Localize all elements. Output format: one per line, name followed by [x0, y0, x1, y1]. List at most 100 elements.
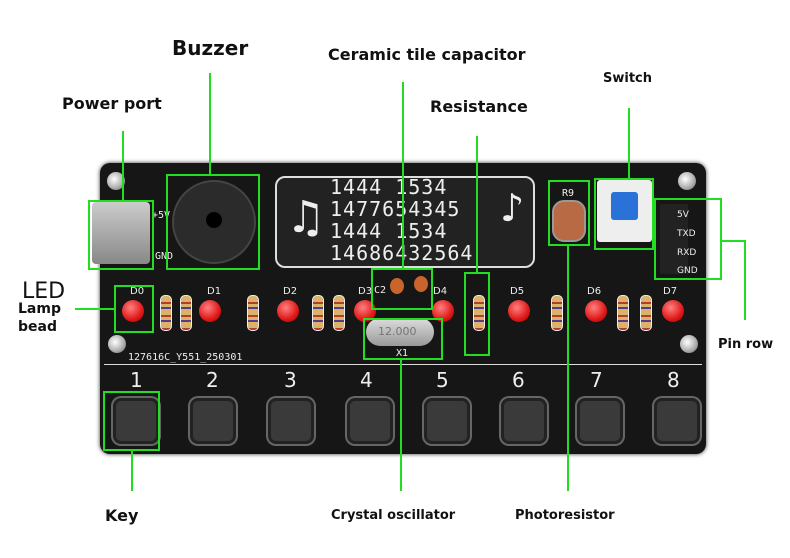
resistor [640, 295, 652, 331]
led-label: D7 [663, 286, 678, 297]
ceramic-capacitor [414, 276, 428, 292]
resistor [180, 295, 192, 331]
pin-label: 5V [677, 210, 689, 220]
display-line: 1477654345 [330, 197, 461, 221]
pin-label: GND [677, 266, 698, 276]
resistor [247, 295, 259, 331]
led-d7 [662, 300, 684, 322]
resistor [551, 295, 563, 331]
key-number: 8 [667, 368, 680, 392]
highlight-power-port [88, 200, 154, 270]
pin-label: RXD [677, 248, 697, 258]
highlight-capacitor [371, 268, 433, 310]
key-number: 2 [206, 368, 219, 392]
led-d5 [508, 300, 530, 322]
power-pin-label: GND [155, 251, 174, 262]
display-line: 1444 1534 [330, 175, 448, 199]
leader-crystal [400, 360, 402, 491]
led-label: D0 [130, 286, 145, 297]
leader-resistance [476, 136, 478, 272]
display-line: 1444 1534 [330, 219, 448, 243]
key-7[interactable] [577, 398, 623, 444]
key-8[interactable] [654, 398, 700, 444]
board-serial: 127616C_Y551_250301 [128, 352, 243, 363]
photoresistor-ref: R9 [562, 188, 575, 199]
music-note-icon: ♪ [500, 186, 525, 230]
led-label: D2 [283, 286, 298, 297]
led-d3 [354, 300, 376, 322]
label-ceramic-capacitor: Ceramic tile capacitor [328, 45, 526, 64]
highlight-photoresistor [548, 180, 590, 246]
key-number: 6 [512, 368, 525, 392]
resistor [473, 295, 485, 331]
mounting-hole [108, 335, 126, 353]
music-note-icon: ♫ [286, 192, 326, 243]
leader-switch [628, 108, 630, 178]
key-number: 4 [360, 368, 373, 392]
pin-label: TXD [677, 229, 696, 239]
leader-led [75, 308, 114, 310]
led-label: D6 [587, 286, 602, 297]
music-display [275, 176, 535, 268]
highlight-buzzer [166, 174, 260, 270]
display-line: 14686432564 [330, 242, 473, 264]
leader-pin-row-h [722, 240, 744, 242]
led-d2 [277, 300, 299, 322]
highlight-resistance [464, 272, 490, 356]
key-4[interactable] [347, 398, 393, 444]
highlight-led [114, 285, 154, 333]
mounting-hole [680, 335, 698, 353]
key-2[interactable] [190, 398, 236, 444]
highlight-pin-row [654, 198, 722, 280]
label-resistance: Resistance [430, 97, 528, 116]
display-digits: 1444 1534 1477654345 1444 1534 146864325… [330, 176, 473, 264]
resistor [333, 295, 345, 331]
led-d1 [199, 300, 221, 322]
highlight-crystal [363, 318, 443, 360]
crystal-value: 12.000 [378, 325, 417, 338]
key-3[interactable] [268, 398, 314, 444]
highlight-switch [594, 178, 654, 250]
label-power-port: Power port [62, 94, 162, 113]
label-buzzer: Buzzer [172, 36, 249, 60]
mounting-hole [678, 172, 696, 190]
ceramic-capacitor [390, 278, 404, 294]
led-label: D3 [358, 286, 373, 297]
crystal-ref: X1 [396, 348, 409, 359]
photoresistor [552, 200, 586, 242]
label-key: Key [105, 506, 139, 525]
highlight-key [103, 391, 160, 451]
resistor [160, 295, 172, 331]
leader-buzzer [209, 73, 211, 174]
push-switch[interactable] [597, 180, 652, 242]
led-label: D1 [207, 286, 222, 297]
key-number: 3 [284, 368, 297, 392]
leader-pin-row [744, 240, 746, 320]
buzzer [172, 180, 256, 264]
led-label: D5 [510, 286, 525, 297]
label-lamp-bead: Lamp bead [18, 301, 61, 335]
key-number: 5 [436, 368, 449, 392]
leader-capacitor [402, 82, 404, 268]
leader-power-port [122, 131, 124, 200]
key-6[interactable] [501, 398, 547, 444]
key-number: 1 [130, 368, 143, 392]
label-switch: Switch [603, 71, 653, 86]
leader-photoresistor [567, 246, 569, 491]
label-photoresistor: Photoresistor [515, 508, 615, 523]
label-led: LED [22, 279, 66, 304]
key-1[interactable] [113, 398, 159, 444]
mounting-hole [107, 172, 125, 190]
key-number: 7 [590, 368, 603, 392]
silkscreen-divider [104, 364, 702, 365]
leader-key [131, 451, 133, 491]
led-d6 [585, 300, 607, 322]
led-label: D4 [433, 286, 448, 297]
switch-cap[interactable] [611, 192, 638, 220]
led-d4 [432, 300, 454, 322]
buzzer-hole [206, 212, 222, 228]
crystal-oscillator: 12.000 [366, 318, 434, 346]
capacitor-ref: C2 [374, 285, 387, 296]
key-5[interactable] [424, 398, 470, 444]
label-crystal-oscillator: Crystal oscillator [331, 508, 456, 523]
